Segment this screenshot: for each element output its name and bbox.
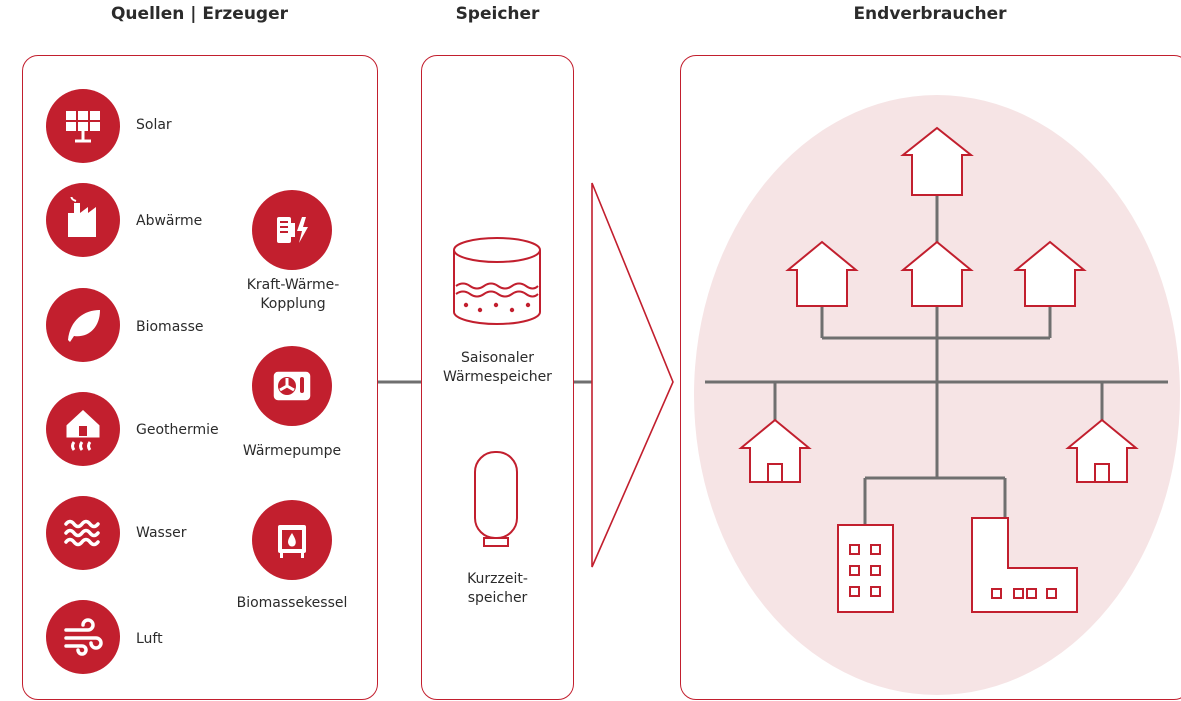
house-lower-right bbox=[1065, 418, 1139, 483]
storage-label-seasonal-line2: Wärmespeicher bbox=[443, 368, 552, 385]
generator-label-waermepumpe-line1: Wärmepumpe bbox=[242, 443, 342, 459]
source-label-wasser: Wasser bbox=[136, 525, 187, 541]
generator-label-biomassekessel-line1: Biomassekessel bbox=[236, 595, 348, 611]
sources-panel bbox=[22, 55, 378, 700]
chp-icon bbox=[252, 190, 332, 270]
solar-panel-icon bbox=[46, 89, 120, 163]
heat-pump-icon bbox=[252, 346, 332, 426]
house-heat-icon bbox=[46, 392, 120, 466]
house-upper-left bbox=[785, 240, 859, 307]
factory-icon bbox=[46, 183, 120, 257]
source-label-solar: Solar bbox=[136, 117, 172, 133]
generator-label-kwk: Kraft-Wärme- Kopplung bbox=[238, 276, 348, 314]
source-label-luft: Luft bbox=[136, 631, 163, 647]
apartment-building bbox=[837, 524, 894, 613]
wind-icon bbox=[46, 600, 120, 674]
flow-arrow bbox=[591, 182, 674, 568]
boiler-icon bbox=[252, 500, 332, 580]
storage-label-seasonal-line1: Saisonaler bbox=[461, 350, 534, 366]
waves-icon bbox=[46, 496, 120, 570]
storage-label-short-term-line1: Kurzzeit- bbox=[467, 571, 528, 587]
storage-label-seasonal: Saisonaler Wärmespeicher bbox=[421, 349, 574, 387]
consumers-title: Endverbraucher bbox=[853, 4, 1007, 24]
consumers-panel bbox=[680, 55, 1181, 700]
sources-title: Quellen | Erzeuger bbox=[110, 4, 289, 24]
source-label-abwaerme: Abwärme bbox=[136, 213, 203, 229]
house-lower-left bbox=[738, 418, 812, 483]
house-upper-right bbox=[1013, 240, 1087, 307]
storage-label-short-term-line2: speicher bbox=[467, 589, 528, 606]
source-label-biomasse: Biomasse bbox=[136, 319, 204, 335]
storage-label-short-term: Kurzzeit- speicher bbox=[421, 570, 574, 608]
storage-panel bbox=[421, 55, 574, 700]
generator-label-kwk-line1: Kraft-Wärme- bbox=[246, 277, 340, 293]
storage-title: Speicher bbox=[455, 4, 540, 24]
source-label-geothermie: Geothermie bbox=[136, 422, 219, 438]
house-upper-center bbox=[900, 240, 974, 307]
factory-building bbox=[971, 517, 1078, 613]
generator-label-kwk-line2: Kopplung bbox=[260, 295, 326, 312]
leaf-icon bbox=[46, 288, 120, 362]
generator-label-biomassekessel: Biomassekessel bbox=[226, 594, 358, 613]
house-top bbox=[900, 126, 974, 196]
generator-label-waermepumpe: Wärmepumpe bbox=[230, 442, 354, 461]
